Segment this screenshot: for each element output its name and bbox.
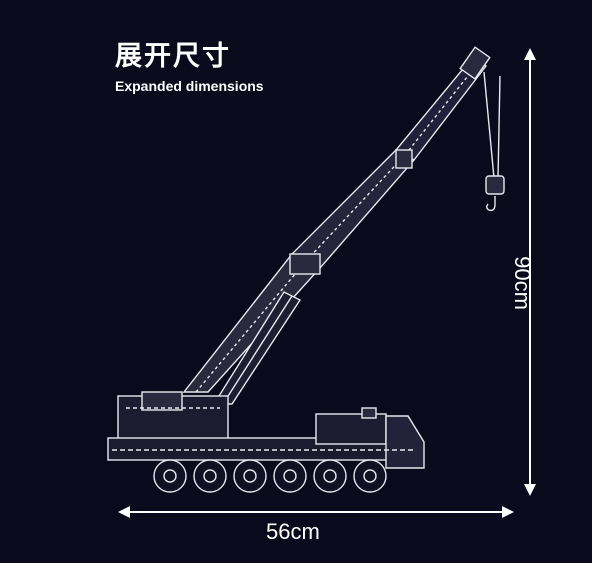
crane-boom: [182, 46, 491, 393]
crane-model: [107, 46, 505, 493]
height-dimension-arrow: [524, 48, 536, 496]
width-dimension-arrow: [118, 506, 514, 518]
title-chinese: 展开尺寸: [115, 41, 231, 72]
title-english: Expanded dimensions: [115, 78, 264, 94]
truck-wheels: [153, 459, 387, 493]
truck-chassis: [107, 407, 425, 469]
height-dimension-label: 90cm: [510, 256, 535, 310]
crane-superstructure: [117, 391, 229, 441]
width-dimension-label: 56cm: [266, 519, 320, 544]
hook-assembly: [483, 71, 505, 212]
